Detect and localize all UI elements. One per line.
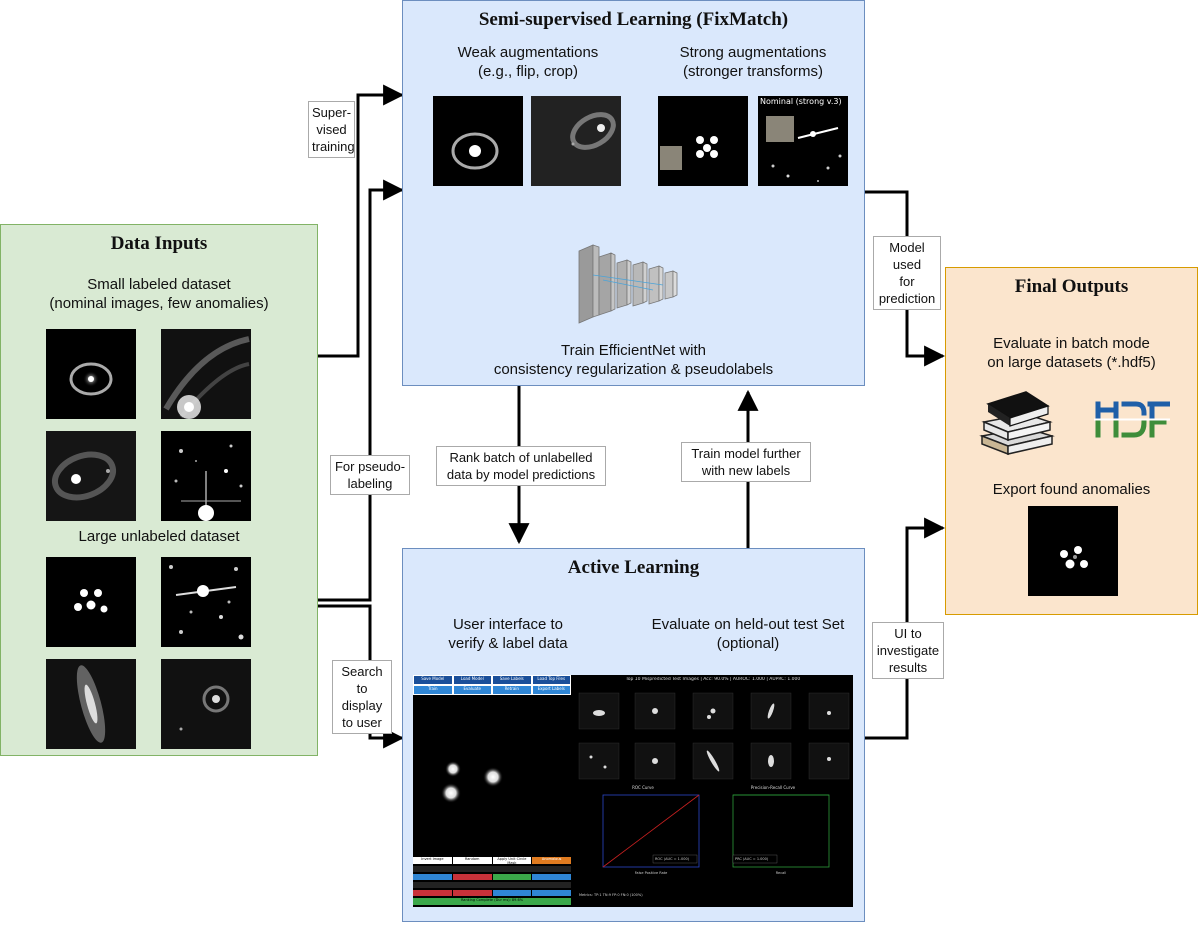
- ss-btn-load-model[interactable]: Load Model: [452, 675, 492, 685]
- screenshot-top-buttons: Save Model Load Model Save Labels Load T…: [413, 675, 571, 695]
- ss-mask-btn[interactable]: Apply Unit Circle Mask: [492, 857, 532, 865]
- ss-pr-title: Precision-Recall Curve: [750, 785, 796, 790]
- ss-red-btn-1[interactable]: [452, 874, 492, 880]
- labeled-image-ring-galaxy: [46, 329, 136, 419]
- active-learning-title: Active Learning: [567, 557, 700, 578]
- unlabeled-image-quad-lens: [46, 557, 136, 647]
- labeled-image-galaxy-2: [46, 431, 136, 521]
- label-supervised-training: Super- vised training: [308, 101, 355, 158]
- ss-blue-btn-1[interactable]: [413, 874, 452, 880]
- ss-blue-btn-2[interactable]: [532, 874, 571, 880]
- ss-blue-btn-4[interactable]: [532, 890, 571, 896]
- arrow-pseudo: [318, 179, 405, 602]
- ss-pr-plot: [732, 794, 830, 868]
- strong-aug-image-quad: [658, 96, 748, 186]
- unlabeled-image-starfield: [161, 557, 251, 647]
- ss-btn-export[interactable]: Export Labels: [531, 685, 571, 695]
- ss-btn-retrain[interactable]: Retrain: [492, 685, 532, 695]
- ssl-panel: Semi-supervised Learning (FixMatch) Weak…: [402, 0, 865, 386]
- ss-btn-evaluate[interactable]: Evaluate: [452, 685, 492, 695]
- data-inputs-title: Data Inputs: [110, 233, 208, 254]
- app-screenshot: Save Model Load Model Save Labels Load T…: [413, 675, 853, 907]
- label-ui-investigate: UI to investigate results: [872, 622, 944, 679]
- export-caption: Export found anomalies: [992, 481, 1151, 498]
- ss-bottom-controls: Invert Image Random Apply Unit Circle Ma…: [413, 857, 571, 905]
- data-inputs-panel: Data Inputs Small labeled dataset (nomin…: [0, 224, 318, 756]
- train-caption: Train EfficientNet with consistency regu…: [493, 342, 774, 378]
- strong-image-label: Nominal (strong v.3): [760, 97, 842, 106]
- ui-caption: User interface to verify & label data: [448, 616, 568, 652]
- ss-btn-load-top[interactable]: Load Top Files: [531, 675, 571, 685]
- label-rank-batch: Rank batch of unlabelled data by model p…: [436, 446, 606, 486]
- unlabeled-dataset-caption: Large unlabeled dataset: [78, 528, 240, 545]
- hdf-logo-icon: [1094, 401, 1170, 438]
- ss-pr-xlabel: Recall: [775, 871, 787, 875]
- ss-anomalous-btn[interactable]: Anomalous: [532, 857, 571, 864]
- final-outputs-panel: Final Outputs Evaluate in batch mode on …: [945, 267, 1198, 615]
- weak-aug-image-spiral: [531, 96, 621, 186]
- ss-green-btn-1[interactable]: [492, 874, 532, 880]
- weak-augmentations-caption: Weak augmentations (e.g., flip, crop): [457, 44, 599, 80]
- efficientnet-network-icon: [578, 244, 678, 324]
- unlabeled-image-edge-on-galaxy: [46, 659, 136, 749]
- ss-red-btn-3[interactable]: [452, 890, 492, 896]
- ss-btn-save-labels[interactable]: Save Labels: [492, 675, 532, 685]
- label-search-display: Search to display to user: [332, 660, 392, 734]
- exported-anomaly-image: [1028, 506, 1118, 596]
- labeled-image-starfield: [161, 431, 251, 521]
- ss-pr-legend: PRC (AUC = 1.000): [735, 857, 769, 861]
- batch-caption: Evaluate in batch mode on large datasets…: [987, 335, 1156, 371]
- arrow-supervised: [318, 84, 405, 358]
- ss-random-btn[interactable]: Random: [452, 857, 492, 864]
- label-train-further: Train model further with new labels: [681, 442, 811, 482]
- labeled-image-spiral-galaxy: [161, 329, 251, 419]
- ss-roc-plot: [602, 794, 700, 868]
- ss-main-image: [441, 761, 503, 803]
- ss-roc-xlabel: False Positive Rate: [634, 871, 668, 875]
- ss-invert-btn[interactable]: Invert Image: [413, 857, 452, 864]
- strong-augmentations-caption: Strong augmentations (stronger transform…: [679, 44, 827, 80]
- ss-btn-save-model[interactable]: Save Model: [413, 675, 453, 685]
- ss-btn-train[interactable]: Train: [413, 685, 453, 695]
- ss-thumbnail-grid: [578, 692, 850, 780]
- weak-aug-image-ring: [433, 96, 523, 186]
- ssl-title: Semi-supervised Learning (FixMatch): [478, 9, 789, 30]
- ss-blue-btn-3[interactable]: [492, 890, 532, 896]
- strong-aug-image-nominal: Nominal (strong v.3): [758, 96, 848, 186]
- labeled-dataset-caption: Small labeled dataset (nominal images, f…: [49, 276, 269, 312]
- ss-roc-legend: ROC (AUC = 1.000): [655, 857, 690, 861]
- final-outputs-title: Final Outputs: [1014, 276, 1129, 297]
- label-model-used: Model used for prediction: [873, 236, 941, 310]
- ss-footer: Metrics: TP:1 TN:9 FP:0 FN:0 (100%): [579, 893, 643, 897]
- eval-caption: Evaluate on held-out test Set (optional): [651, 616, 845, 652]
- books-icon: [979, 391, 1055, 456]
- ss-grid-title: Top 10 Mispredicted Test Images | Acc: 9…: [625, 677, 801, 682]
- active-learning-panel: Active Learning User interface to verify…: [402, 548, 865, 922]
- label-for-pseudo-labeling: For pseudo- labeling: [330, 455, 410, 495]
- ss-red-btn-2[interactable]: [413, 890, 452, 896]
- ss-roc-title: ROC Curve: [632, 785, 654, 790]
- ss-status-bar: Ranking Complete (Dur ms): 89.6%: [413, 898, 571, 905]
- unlabeled-image-small-spiral: [161, 659, 251, 749]
